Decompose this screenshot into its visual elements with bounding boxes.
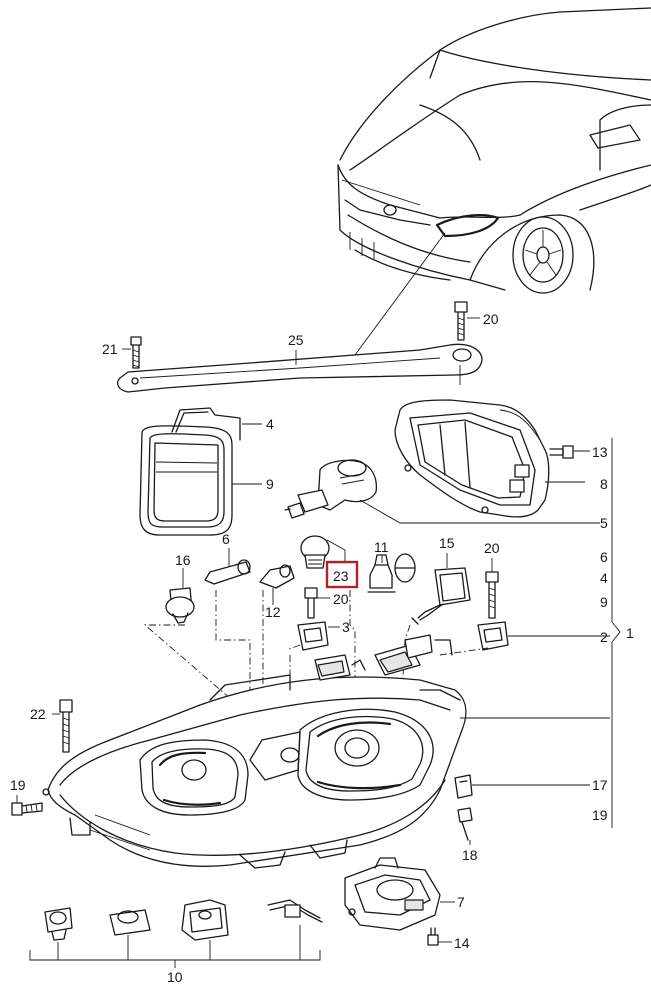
nut-2 — [477, 621, 509, 651]
part-labels: 21 25 20 4 9 13 8 5 6 11 15 20 16 12 20 … — [10, 311, 634, 985]
group-brace — [611, 438, 621, 828]
label-20-top: 20 — [483, 311, 499, 327]
label-23: 23 — [333, 568, 349, 584]
label-group-9: 9 — [600, 594, 608, 610]
label-20-right: 20 — [484, 540, 500, 556]
label-3: 3 — [342, 619, 350, 635]
label-5: 5 — [600, 515, 608, 531]
bolt-20-mid — [304, 587, 318, 619]
label-group-19: 19 — [592, 807, 608, 823]
label-20-mid: 20 — [333, 591, 349, 607]
bulb-23 — [300, 535, 330, 569]
label-19-left: 19 — [10, 777, 26, 793]
bulb-6 — [204, 559, 251, 585]
nut-3 — [297, 621, 329, 651]
label-group-4: 4 — [600, 570, 608, 586]
mounting-bracket — [117, 343, 483, 393]
control-unit-7 — [344, 857, 441, 931]
spring-clip-4 — [171, 407, 241, 441]
screw-18 — [457, 807, 473, 841]
highlight-frame — [325, 560, 359, 589]
bolt-20-top — [454, 301, 468, 341]
bolt-22 — [59, 699, 73, 753]
highlight-box-23[interactable]: 23 — [325, 560, 359, 589]
bulb-12 — [259, 564, 295, 589]
label-1: 1 — [626, 625, 634, 641]
label-16: 16 — [175, 552, 191, 568]
bulb-11 — [367, 553, 416, 593]
label-21: 21 — [102, 341, 118, 357]
label-group-6: 6 — [600, 549, 608, 565]
connector-bracket-line — [29, 925, 321, 968]
gasket-9 — [139, 425, 233, 536]
label-15: 15 — [439, 535, 455, 551]
label-11: 11 — [374, 539, 389, 555]
headlight-assembly — [42, 634, 467, 869]
label-4: 4 — [266, 416, 274, 432]
label-8: 8 — [600, 476, 608, 492]
label-6: 6 — [222, 531, 230, 547]
bolt-19 — [11, 802, 43, 816]
bulb-15 — [411, 567, 471, 625]
connector-parts-10 — [44, 899, 323, 941]
clip-17 — [454, 774, 473, 799]
car-illustration — [337, 7, 651, 294]
label-13: 13 — [592, 444, 608, 460]
label-group-17: 17 — [592, 777, 608, 793]
bolt-21 — [130, 336, 142, 369]
bulb-16 — [165, 587, 195, 624]
label-group-2: 2 — [600, 629, 608, 645]
leader-car-to-bracket — [354, 232, 446, 356]
label-12: 12 — [265, 604, 281, 620]
label-7: 7 — [457, 894, 465, 910]
label-22: 22 — [30, 706, 46, 722]
label-14: 14 — [454, 935, 470, 951]
frame-8 — [394, 399, 550, 518]
bolt-20-right — [485, 571, 499, 619]
label-18: 18 — [462, 847, 478, 863]
screw-14 — [427, 927, 439, 946]
label-10: 10 — [167, 969, 183, 985]
label-9: 9 — [266, 476, 274, 492]
label-25: 25 — [288, 332, 304, 348]
screw-13 — [549, 445, 574, 459]
bulb-holder-5 — [284, 459, 378, 519]
